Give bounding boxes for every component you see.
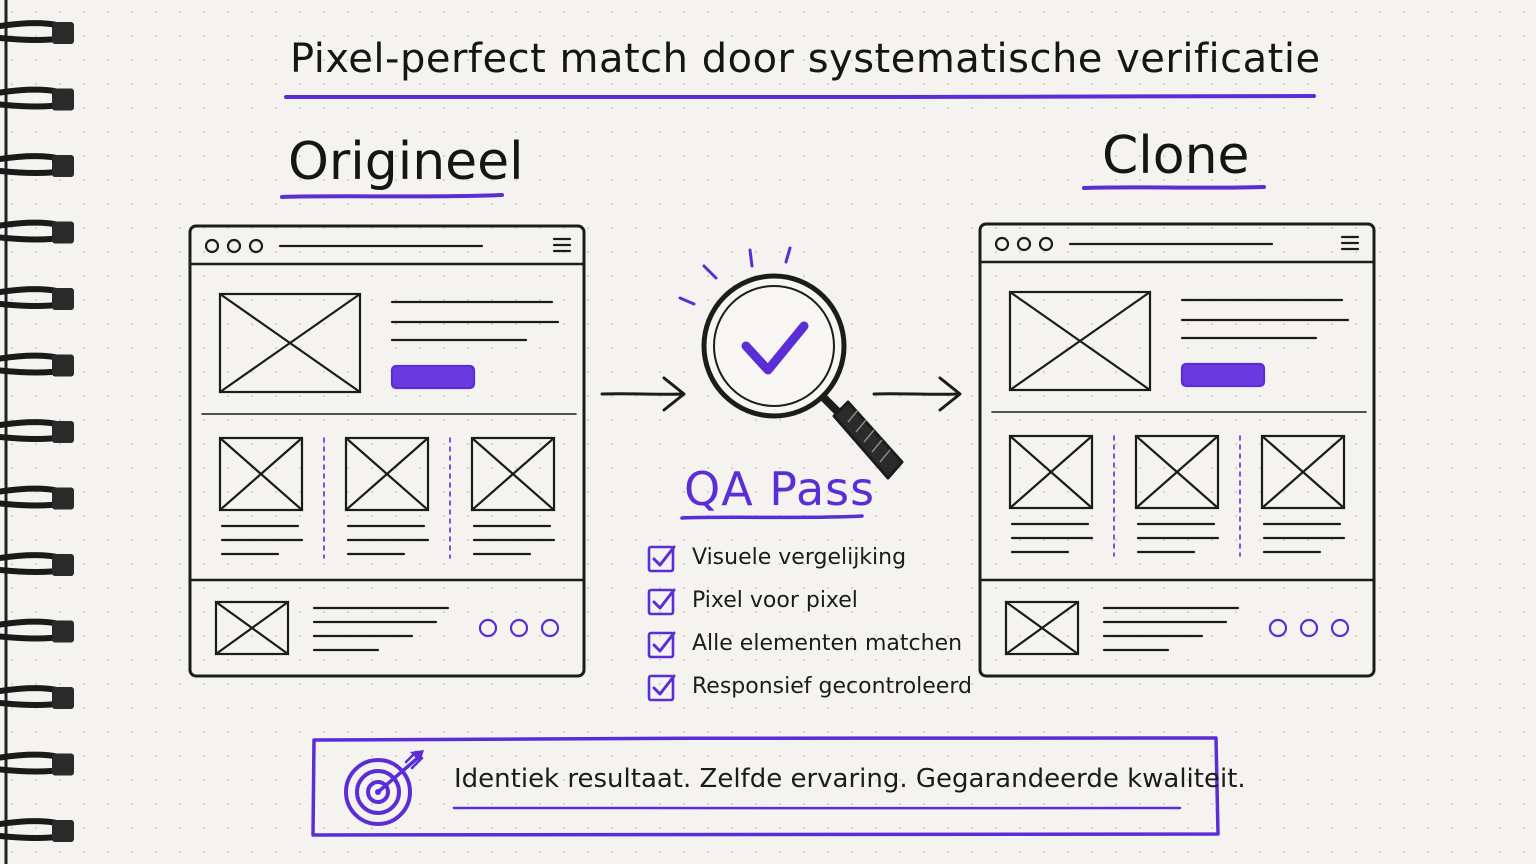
- banner-frame: [311, 736, 1220, 837]
- binding-hole: [52, 753, 74, 776]
- checkbox-checked-icon: [647, 631, 676, 658]
- checkbox-checked-icon: [647, 588, 676, 615]
- binding-hole: [52, 820, 74, 842]
- checklist-item-label: Visuele vergelijking: [692, 545, 907, 570]
- checklist-item: Responsief gecontroleerd: [646, 665, 972, 708]
- binding-hole: [52, 155, 74, 177]
- title-underline: [284, 94, 1316, 100]
- checklist-item: Alle elementen matchen: [646, 622, 966, 665]
- checkbox-checked-icon: [647, 674, 676, 701]
- wireframe-clone: [978, 222, 1376, 678]
- magnifier-check-icon: [678, 246, 904, 480]
- checkbox-checked-icon: [647, 545, 676, 572]
- heading-original: Origineel: [288, 132, 524, 192]
- spiral-binding: [0, 0, 74, 864]
- banner-text: Identiek resultaat. Zelfde ervaring. Geg…: [454, 764, 1246, 794]
- checklist-item-label: Pixel voor pixel: [692, 588, 858, 613]
- binding-hole: [52, 620, 74, 643]
- target-icon: [344, 750, 424, 826]
- checklist-item: Pixel voor pixel: [646, 579, 966, 622]
- binding-hole: [52, 487, 74, 510]
- wireframe-original: [188, 224, 586, 678]
- binding-hole: [52, 421, 74, 443]
- binding-hole: [52, 88, 74, 111]
- page-title: Pixel-perfect match door systematische v…: [290, 36, 1321, 82]
- heading-clone-underline: [1082, 185, 1266, 190]
- quality-banner: Identiek resultaat. Zelfde ervaring. Geg…: [310, 734, 1246, 838]
- checklist-item: Visuele vergelijking: [646, 536, 966, 579]
- arrow-right-icon: [872, 376, 962, 412]
- checklist-item-label: Responsief gecontroleerd: [692, 674, 972, 699]
- binding-hole: [52, 354, 74, 377]
- binding-hole: [52, 554, 74, 576]
- binding-hole: [52, 22, 74, 44]
- heading-clone: Clone: [1102, 126, 1250, 186]
- checklist-item-label: Alle elementen matchen: [692, 631, 963, 656]
- banner-underline: [452, 806, 1182, 810]
- qa-checklist: Visuele vergelijking Pixel voor pixel Al…: [646, 536, 972, 708]
- heading-original-underline: [280, 193, 504, 199]
- arrow-right-icon: [600, 376, 686, 412]
- binding-hole: [52, 687, 74, 709]
- qa-pass-underline: [680, 514, 864, 520]
- binding-hole: [52, 221, 74, 244]
- qa-pass-label: QA Pass: [684, 462, 876, 516]
- binding-hole: [52, 288, 74, 310]
